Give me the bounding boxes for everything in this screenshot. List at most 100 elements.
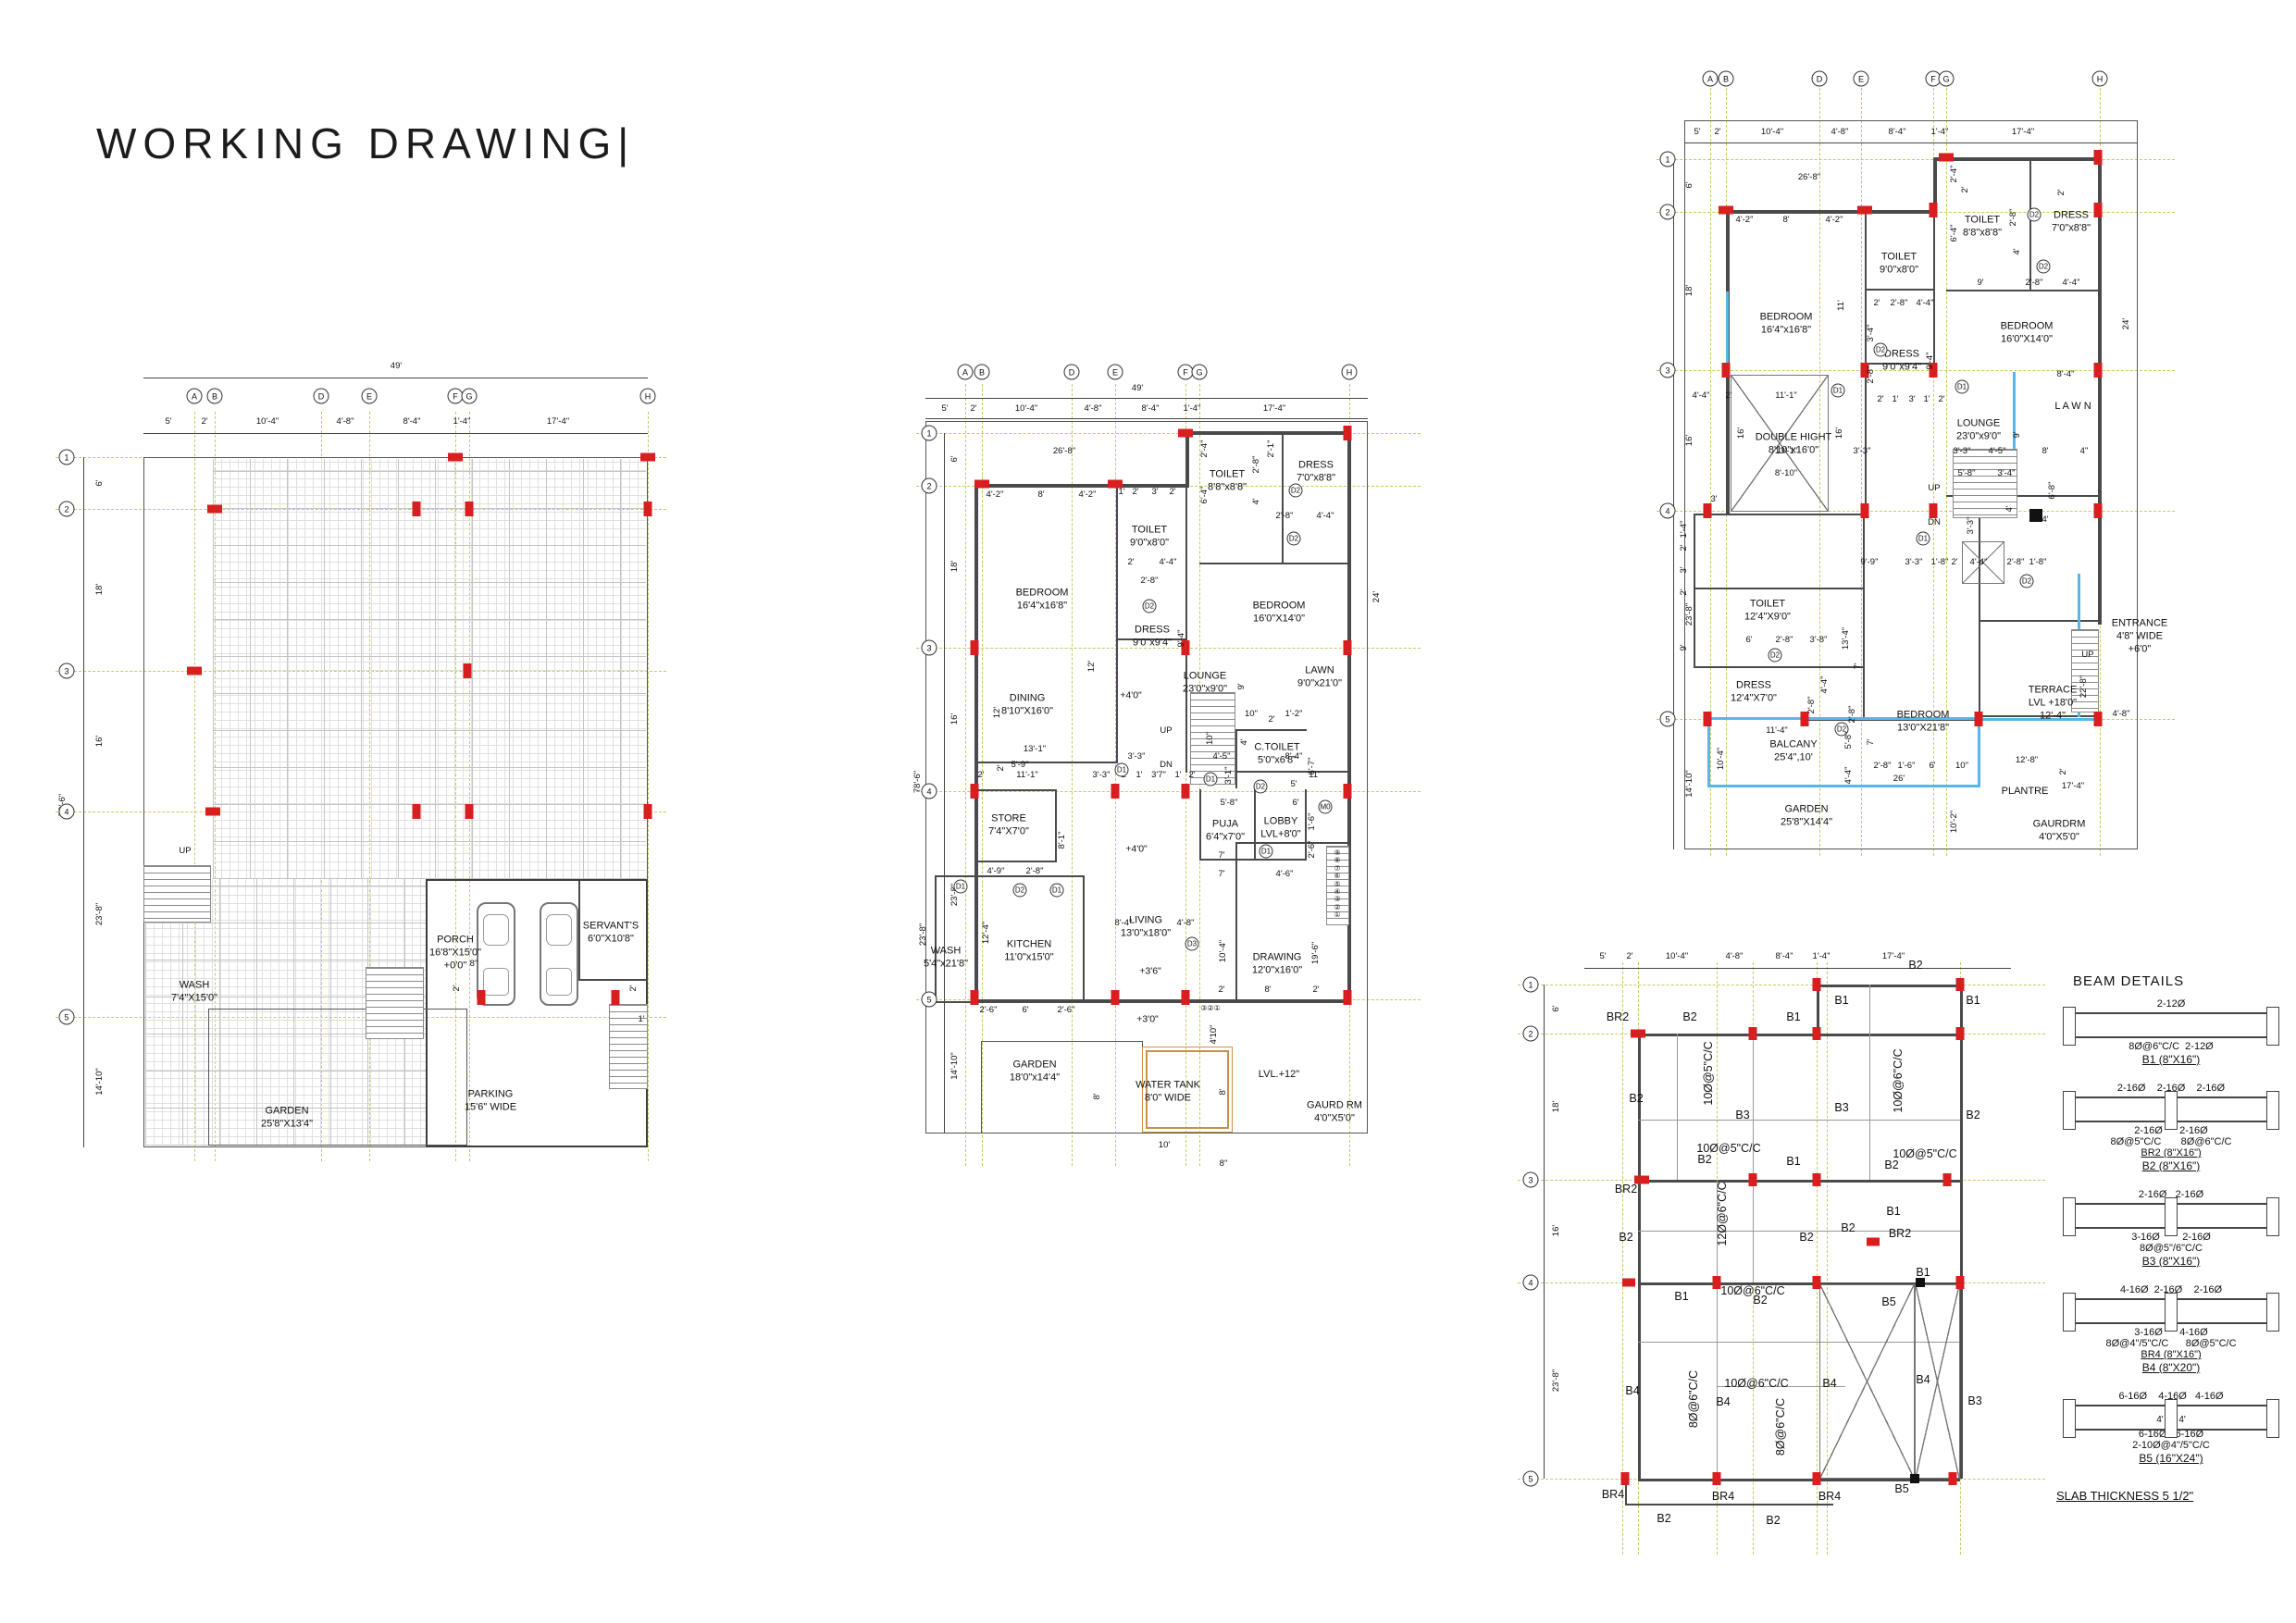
beam-label: B1 xyxy=(1966,994,1980,1008)
beam-caption: B3 (8"X16") xyxy=(2141,1255,2201,1268)
annotation-label: 13'-4" xyxy=(1841,626,1852,650)
annotation-label: 8'-4" xyxy=(1114,918,1133,929)
plan-shape xyxy=(1625,1504,1833,1505)
plan-shape xyxy=(1235,842,1237,1001)
annotation-label: 3'-3" xyxy=(1905,557,1923,568)
plan-shape xyxy=(974,762,1118,763)
beam-label: B1 xyxy=(1834,994,1849,1008)
annotation-label: 4'-8" xyxy=(1176,918,1195,929)
column-marker xyxy=(2093,363,2103,378)
beam-label: BR2 xyxy=(1606,1010,1630,1024)
column-marker xyxy=(640,452,655,462)
column-marker xyxy=(1860,363,1869,378)
column-marker xyxy=(187,666,202,675)
annotation-label: +4'0" xyxy=(1125,843,1148,855)
beam-stirrups: 8Ø@5"C/C 8Ø@6"C/C xyxy=(2110,1136,2232,1147)
beam-note: 4' 4' xyxy=(2156,1415,2186,1425)
plan-shape xyxy=(1717,1180,1718,1479)
annotation-label: 7' xyxy=(1866,738,1877,746)
annotation-label: 3'-3" xyxy=(1127,751,1146,762)
annotation-label: 2'-8" xyxy=(1873,761,1892,772)
annotation-label: 8'-4" xyxy=(403,416,421,427)
beam-label: 6' xyxy=(1551,1005,1562,1012)
beam-label: B2 xyxy=(1657,1512,1671,1526)
beam-caption-secondary: BR2 (8"X16") xyxy=(2141,1147,2202,1158)
plan-shape xyxy=(1190,692,1235,785)
annotation-label: 1'-2" xyxy=(1285,709,1303,720)
annotation-label: TOILET 12'4"X9'0" xyxy=(1744,598,1791,622)
beam-label: B3 xyxy=(1967,1394,1982,1408)
column-marker xyxy=(1929,203,1938,217)
column-marker xyxy=(1748,1173,1757,1186)
annotation-label: DRESS 12'4"X7'0" xyxy=(1731,679,1777,703)
grid-bubble: 3 xyxy=(58,663,75,679)
annotation-label: 12' xyxy=(1086,660,1098,673)
annotation-label: 11' xyxy=(1836,300,1847,311)
annotation-label: 2' xyxy=(1960,186,1971,193)
annotation-label: 8' xyxy=(1782,215,1790,226)
grid-bubble: B xyxy=(1718,70,1734,87)
plan-shape xyxy=(1638,1231,1960,1232)
grid-bubble: G xyxy=(461,388,478,404)
grid-bubble: A xyxy=(957,364,974,380)
annotation-label: DRAWING 12'0"x16'0" xyxy=(1251,951,1303,975)
annotation-label: 1'-8" xyxy=(1930,557,1949,568)
annotation-label: 3'-8" xyxy=(1809,635,1828,646)
beam-section-graphic xyxy=(2063,1007,2279,1046)
annotation-label: 4'-4" xyxy=(1916,298,1934,309)
annotation-label: 9' xyxy=(1977,278,1984,289)
annotation-label: 2' xyxy=(1127,557,1135,568)
column-stub-icon xyxy=(2063,1293,2076,1332)
column-marker xyxy=(1916,1278,1925,1287)
plan-shape xyxy=(974,789,1057,791)
column-marker xyxy=(1181,990,1190,1005)
annotation-label: 14'-10" xyxy=(94,1068,105,1096)
annotation-label: 18' xyxy=(1684,284,1695,297)
plan-shape xyxy=(1544,985,1545,1479)
plan-shape xyxy=(1694,514,1865,515)
annotation-label: 2' xyxy=(2056,189,2067,196)
annotation-label: BEDROOM 13'0"X21'8" xyxy=(1896,709,1950,733)
plan-shape xyxy=(1980,715,2101,717)
plan-shape xyxy=(1347,431,1351,1003)
column-marker xyxy=(1812,978,1821,991)
plan-shape xyxy=(1185,431,1189,488)
annotation-label: 4'-2" xyxy=(1735,215,1754,226)
column-marker xyxy=(465,502,474,516)
annotation-label: LIVING 13'0"x18'0" xyxy=(1120,914,1172,938)
annotation-label: 9' xyxy=(1679,644,1690,651)
annotation-label: 4'-4" xyxy=(1692,390,1710,402)
plan-shape xyxy=(1731,375,1829,512)
plan-shape xyxy=(1753,1034,1754,1282)
grid-bubble: 4 xyxy=(58,803,75,820)
column-marker xyxy=(1955,1276,1965,1289)
plan-shape xyxy=(935,875,976,877)
plan-shape xyxy=(935,875,937,1003)
column-marker xyxy=(611,990,620,1005)
annotation-label: 12' xyxy=(992,706,1003,719)
annotation-label: BEDROOM 16'4"x16'8" xyxy=(1015,587,1069,611)
annotation-label: BEDROOM 16'4"x16'8" xyxy=(1759,311,1813,335)
annotation-label: 10'-4" xyxy=(1760,127,1784,138)
annotation-label: DINING 8'10"X16'0" xyxy=(1000,692,1054,716)
plan-shape xyxy=(1235,729,1307,731)
annotation-label: 10'-4" xyxy=(1014,403,1038,415)
plan-shape xyxy=(213,459,646,879)
annotation-label: 3' xyxy=(1151,487,1159,498)
plan-shape xyxy=(925,418,1368,419)
annotation-label: 8'-10" xyxy=(1774,468,1798,479)
annotation-label: 2' xyxy=(201,416,208,427)
plan-shape xyxy=(1817,985,1960,987)
annotation-label: D2 xyxy=(2027,207,2042,222)
beam-caption-secondary: BR4 (8"X16") xyxy=(2141,1349,2202,1360)
annotation-label: 17'-4" xyxy=(2061,781,2085,792)
plan-shape xyxy=(1819,1284,1915,1479)
annotation-label: 4'-8" xyxy=(1084,403,1102,415)
column-marker xyxy=(1955,1027,1965,1040)
annotation-label: TOILET 8'8"x8'8" xyxy=(1963,214,2002,238)
plan-shape xyxy=(1638,1120,1960,1121)
annotation-label: D1 xyxy=(1259,844,1273,859)
annotation-label: LOBBY LVL+8'0" xyxy=(1260,815,1301,839)
column-stub-icon xyxy=(2165,1293,2178,1332)
